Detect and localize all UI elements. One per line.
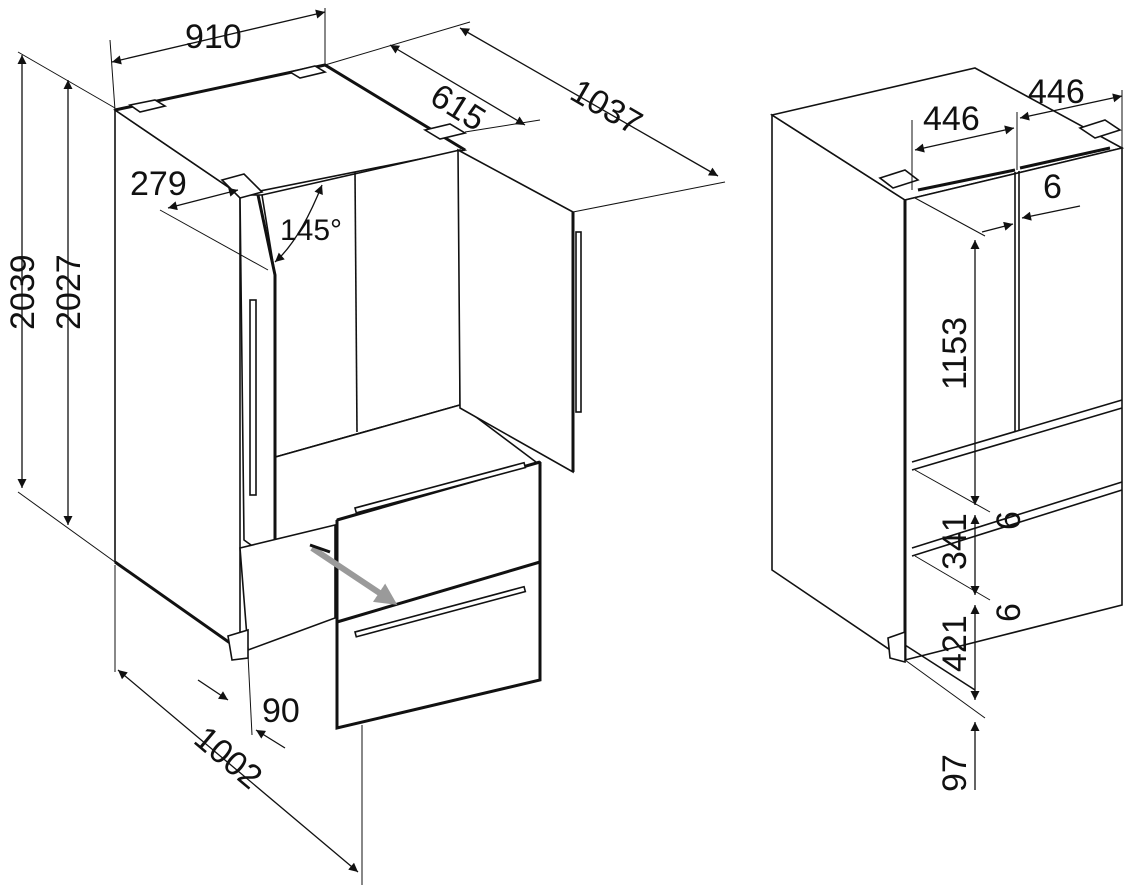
drawer-outline	[335, 462, 542, 730]
left-door-edge	[256, 194, 277, 545]
upper-split	[911, 407, 1123, 471]
dim-line-door-gap	[1021, 205, 1081, 221]
upper-drawer-handle	[354, 461, 527, 514]
middle-split	[911, 489, 1123, 557]
label-depth-open: 1037	[564, 72, 649, 143]
dim-line-width	[111, 9, 326, 65]
label-upper-height: 1153	[936, 317, 974, 390]
dim-line-depth-open	[459, 27, 719, 177]
label-height-body: 2027	[50, 254, 88, 330]
left-door-handle	[249, 299, 257, 496]
label-gap-upper: 6	[990, 511, 1028, 530]
right-fridge-view: 446 446 6 1153 6 341 6 421 97	[769, 67, 1125, 792]
extension-line	[109, 39, 116, 111]
top-hinge	[287, 65, 328, 79]
dim-line-drawer-depth	[117, 669, 359, 873]
front-panel	[904, 146, 1123, 662]
top-hinge	[128, 99, 168, 113]
dim-line-clearance	[167, 187, 239, 211]
upper-split	[911, 399, 1123, 463]
label-clearance: 279	[130, 165, 187, 203]
dim-line-door-left	[914, 125, 1015, 153]
lower-drawer-top	[336, 560, 541, 624]
label-door-gap: 6	[1043, 168, 1062, 206]
label-gap-lower: 6	[990, 603, 1028, 622]
extension-line	[324, 21, 471, 66]
base-foot	[227, 628, 249, 661]
label-plinth-height: 97	[936, 754, 974, 792]
label-door-angle: 145°	[280, 214, 342, 247]
drawer-rail	[309, 543, 331, 554]
hinge-left	[878, 169, 920, 189]
dim-line-door-right	[1019, 93, 1123, 121]
label-drawer-offset: 90	[262, 692, 300, 730]
base-edge	[904, 644, 976, 691]
label-door-right: 446	[1028, 73, 1085, 111]
side-panel	[771, 113, 906, 662]
fridge-base-front	[239, 523, 336, 652]
middle-split	[911, 481, 1123, 549]
base-edge	[114, 560, 241, 652]
door-top-edge	[917, 168, 1016, 192]
interior-divider	[354, 171, 358, 433]
extension-line	[914, 555, 991, 601]
right-door-handle	[575, 231, 582, 413]
drawer-pull-arrow	[310, 545, 398, 605]
label-width: 910	[185, 18, 242, 56]
label-middle-height: 341	[936, 513, 974, 570]
extension-line	[572, 181, 726, 213]
label-lower-height: 421	[936, 615, 974, 672]
extension-line	[17, 51, 116, 109]
extension-line	[17, 491, 116, 563]
label-door-left: 446	[923, 100, 980, 138]
dim-line-offset	[197, 679, 229, 701]
extension-line	[914, 469, 991, 513]
label-height-total: 2039	[4, 254, 42, 330]
extension-line	[914, 197, 986, 237]
base-foot	[887, 630, 906, 664]
dim-line-door-gap	[981, 221, 1014, 233]
lower-drawer-handle	[354, 585, 527, 638]
extension-line	[247, 654, 253, 736]
door-top-edge	[1019, 146, 1111, 170]
dim-arc-angle	[274, 184, 323, 263]
hinge-right	[1078, 119, 1122, 139]
left-fridge-view: 910 615 1037 279 145° 2039 2027 90	[4, 8, 726, 885]
extension-line	[159, 209, 269, 271]
extension-line	[904, 659, 986, 719]
fridge-interior-back	[261, 148, 461, 460]
dim-line-offset	[255, 729, 286, 749]
